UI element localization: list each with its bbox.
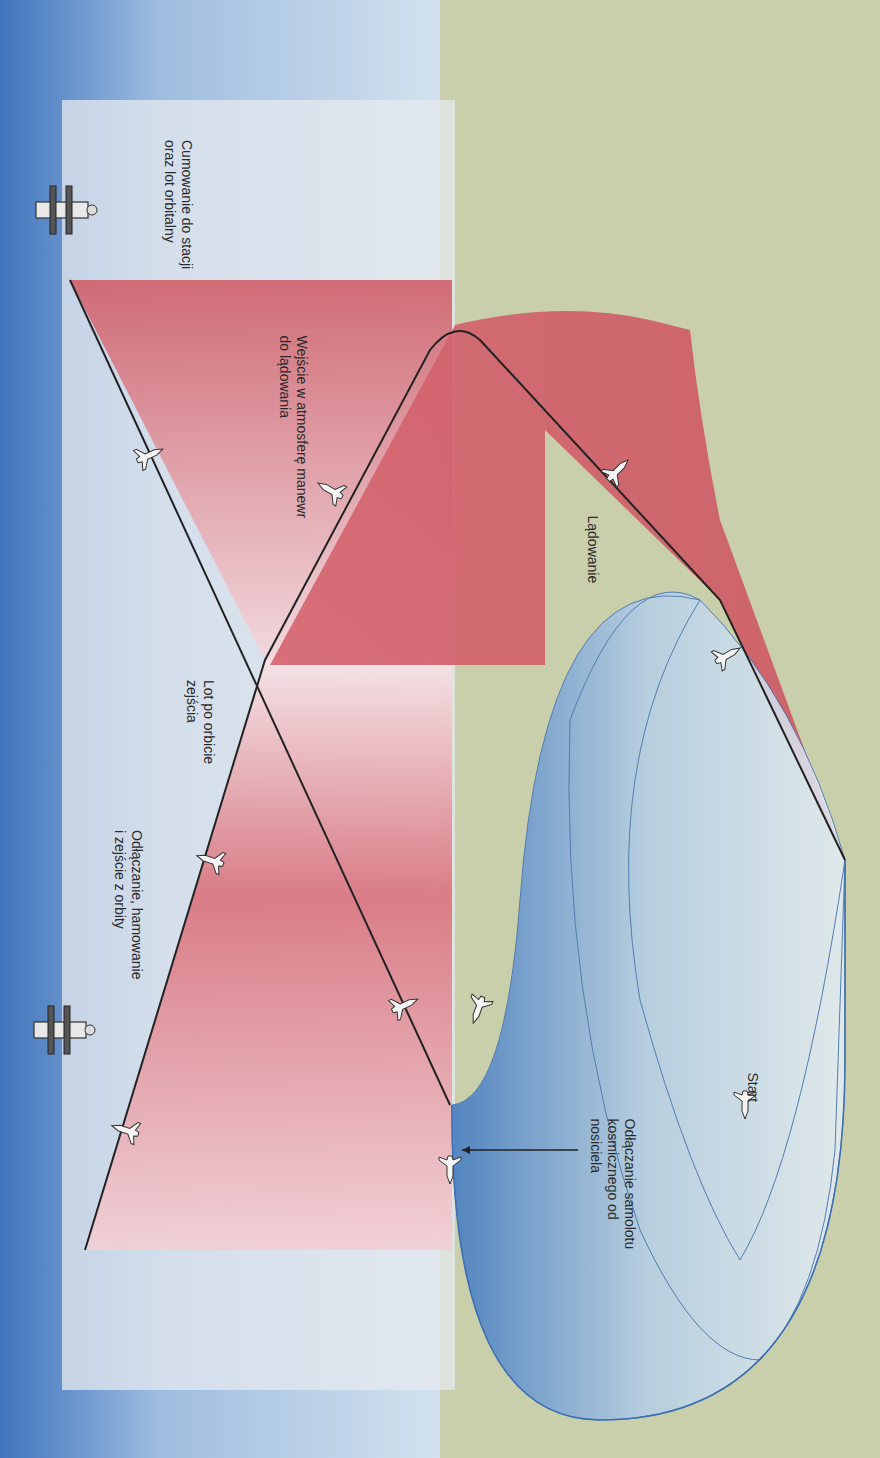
stage-label: Cumowanie do stacji oraz lot orbitalny <box>161 140 195 270</box>
stage-label: Wejście w atmosferę manewr do lądowania <box>275 335 309 520</box>
stage-label: Lot po orbicie zejścia <box>183 680 217 780</box>
stage-label: Odłączanie, hamowanie i zejście z orbity <box>111 830 145 980</box>
stage-label: Lądowanie <box>584 515 601 615</box>
stage-label: Start <box>744 1072 761 1132</box>
stage-label: Odłączanie samolotu kosmicznego od nosic… <box>587 1118 638 1268</box>
